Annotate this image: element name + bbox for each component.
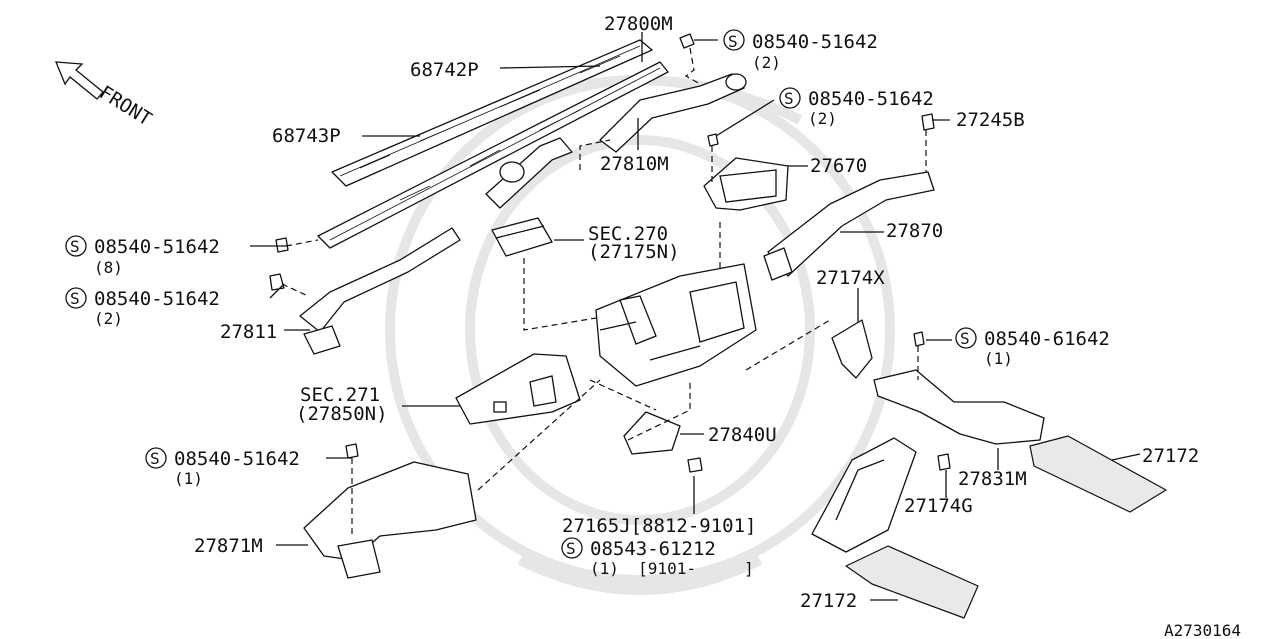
screw-7-qty: (1) [9101- ] <box>590 559 754 578</box>
leader-lines <box>250 32 1141 601</box>
screw-2-symbol: S <box>784 89 794 108</box>
duct-27831m-part <box>873 369 1045 445</box>
callout-27840u: 27840U <box>708 424 777 446</box>
sec271-code: SEC.271 <box>300 384 380 406</box>
duct-27850n-part <box>455 353 581 425</box>
duct-27800m-part <box>599 73 747 153</box>
screw-icons <box>269 33 951 473</box>
callout-27870: 27870 <box>886 220 943 242</box>
screw-6-symbol: S <box>150 449 160 468</box>
screw-3-qty: (8) <box>94 258 123 277</box>
duct-27840u-part <box>623 411 681 455</box>
front-arrow-icon <box>54 61 104 100</box>
cowl-top-cover-part <box>331 39 653 187</box>
s-symbol-icon <box>65 287 87 309</box>
screw-callout-3: S 08540-51642 (8) <box>65 235 220 277</box>
screw-5-symbol: S <box>960 329 970 348</box>
screw-5-qty: (1) <box>984 349 1013 368</box>
callout-27174x: 27174X <box>816 267 885 289</box>
s-symbol-icon <box>65 235 87 257</box>
center-floor-duct-part <box>811 437 917 553</box>
duct-27810m-part <box>485 137 573 209</box>
screw-callout-4: S 08540-51642 (2) <box>65 287 220 328</box>
screw-1-symbol: S <box>728 32 738 51</box>
callout-27670: 27670 <box>810 155 867 177</box>
screw-5-part: 08540-61642 <box>984 328 1110 350</box>
callout-68742p: 68742P <box>410 59 479 81</box>
screw-1-qty: (2) <box>752 53 781 72</box>
screw-7-part: 08543-61212 <box>590 538 716 560</box>
screw-4-part: 08540-51642 <box>94 288 220 310</box>
callout-27165j: 27165J[8812-9101] <box>562 515 756 537</box>
callout-27174g: 27174G <box>904 495 973 517</box>
heater-unit-part <box>595 263 757 387</box>
callout-27800m: 27800M <box>604 13 673 35</box>
callout-27831m: 27831M <box>958 468 1027 490</box>
callout-27811: 27811 <box>220 321 277 343</box>
s-symbol-icon <box>145 447 167 469</box>
screw-4-symbol: S <box>70 289 80 308</box>
screw-4-qty: (2) <box>94 309 123 328</box>
s-symbol-icon <box>723 29 745 51</box>
screw-6-part: 08540-51642 <box>174 448 300 470</box>
duct-27670-part <box>703 157 789 211</box>
screw-2-part: 08540-51642 <box>808 88 934 110</box>
floor-duct-27172-upper-part <box>1029 435 1167 513</box>
s-symbol-icon <box>955 327 977 349</box>
front-label: FRONT <box>95 82 155 131</box>
screw-callout-5: S 08540-61642 (1) <box>955 327 1110 368</box>
screw-6-qty: (1) <box>174 469 203 488</box>
screw-1-part: 08540-51642 <box>752 31 878 53</box>
screw-callout-7: S 08543-61212 (1) [9101- ] <box>561 537 754 578</box>
duct-27811-part <box>299 227 461 355</box>
screw-7-symbol: S <box>566 539 576 558</box>
callout-27172-upper: 27172 <box>1142 445 1199 467</box>
screw-callout-6: S 08540-51642 (1) <box>145 447 300 488</box>
screw-3-part: 08540-51642 <box>94 236 220 258</box>
assembly-dashed-lines <box>281 47 927 536</box>
cowl-lower-panel-part <box>317 61 669 249</box>
duct-27871m-part <box>303 461 477 579</box>
callout-27810m: 27810M <box>600 153 669 175</box>
callout-68743p: 68743P <box>272 125 341 147</box>
screw-2-qty: (2) <box>808 109 837 128</box>
s-symbol-icon <box>779 87 801 109</box>
duct-27174x-part <box>831 319 873 379</box>
callout-27871m: 27871M <box>194 535 263 557</box>
sec271-part: (27850N) <box>296 403 388 425</box>
callout-27172-lower: 27172 <box>800 590 857 612</box>
screw-callout-2: S 08540-51642 (2) <box>779 87 934 128</box>
callout-27245b: 27245B <box>956 109 1025 131</box>
screw-3-symbol: S <box>70 237 80 256</box>
vent-27175n-part <box>491 217 553 257</box>
sec270-code: SEC.270 <box>588 223 668 245</box>
floor-duct-27172-lower-part <box>845 545 979 619</box>
s-symbol-icon <box>561 537 583 559</box>
screw-callout-1: S 08540-51642 (2) <box>723 29 878 72</box>
diagram-id: A2730164 <box>1164 621 1241 639</box>
duct-27870-part <box>763 171 935 281</box>
sec270-part: (27175N) <box>588 241 680 263</box>
